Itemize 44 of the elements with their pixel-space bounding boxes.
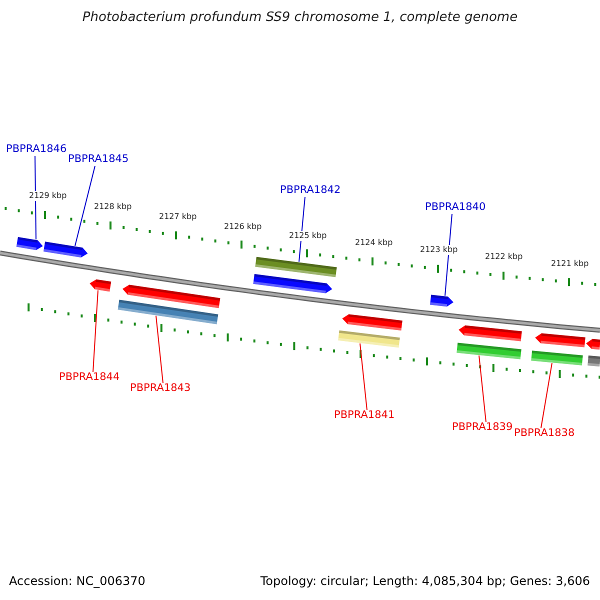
gene-block — [458, 325, 522, 342]
gene-label: PBPRA1840 — [425, 201, 486, 213]
gene-block — [430, 294, 454, 307]
scale-label: 2124 kbp — [355, 238, 393, 248]
leader-line — [444, 214, 452, 296]
gene-block — [16, 236, 43, 250]
gene-label: PBPRA1841 — [334, 409, 395, 421]
leader-line — [478, 355, 486, 422]
leader-line — [74, 166, 96, 246]
chart-title: Photobacterium profundum SS9 chromosome 1, complete genome — [81, 10, 519, 25]
gene-block — [586, 338, 600, 350]
leader-line — [540, 362, 552, 428]
scale-label: 2123 kbp — [420, 245, 458, 255]
leader-line — [360, 342, 368, 410]
gene-label: PBPRA1843 — [130, 382, 191, 394]
gene-bar — [255, 256, 337, 278]
gene-bar — [531, 350, 583, 366]
gene-label: PBPRA1846 — [6, 143, 67, 155]
gene-bar — [118, 300, 218, 324]
gene-bar — [456, 342, 522, 360]
gene-block — [122, 284, 220, 308]
scale-label: 2129 kbp — [29, 191, 67, 201]
scale-label: 2121 kbp — [551, 259, 589, 269]
leader-line — [92, 290, 98, 372]
leader-line — [34, 156, 36, 240]
scale-label: 2126 kbp — [224, 222, 262, 232]
scale-label: 2122 kbp — [485, 252, 523, 262]
scale-label: 2125 kbp — [289, 231, 327, 241]
gene-block — [90, 279, 112, 292]
leader-line — [156, 315, 164, 384]
gene-block — [253, 274, 332, 294]
scale-label: 2128 kbp — [94, 202, 132, 212]
gene-label: PBPRA1839 — [452, 421, 513, 433]
gene-label: PBPRA1838 — [514, 427, 575, 439]
gene-label: PBPRA1844 — [59, 371, 120, 383]
genome-info: Topology: circular; Length: 4,085,304 bp; Genes: 3,606 — [260, 574, 590, 588]
gene-block — [43, 242, 88, 258]
gene-block — [342, 314, 402, 330]
scale-label: 2127 kbp — [159, 212, 197, 222]
gene-bar — [338, 330, 400, 348]
gene-label: PBPRA1845 — [68, 153, 129, 165]
gene-label: PBPRA1842 — [280, 184, 341, 196]
accession-label: Accession: NC_006370 — [9, 574, 146, 588]
gene-bar — [588, 356, 600, 366]
